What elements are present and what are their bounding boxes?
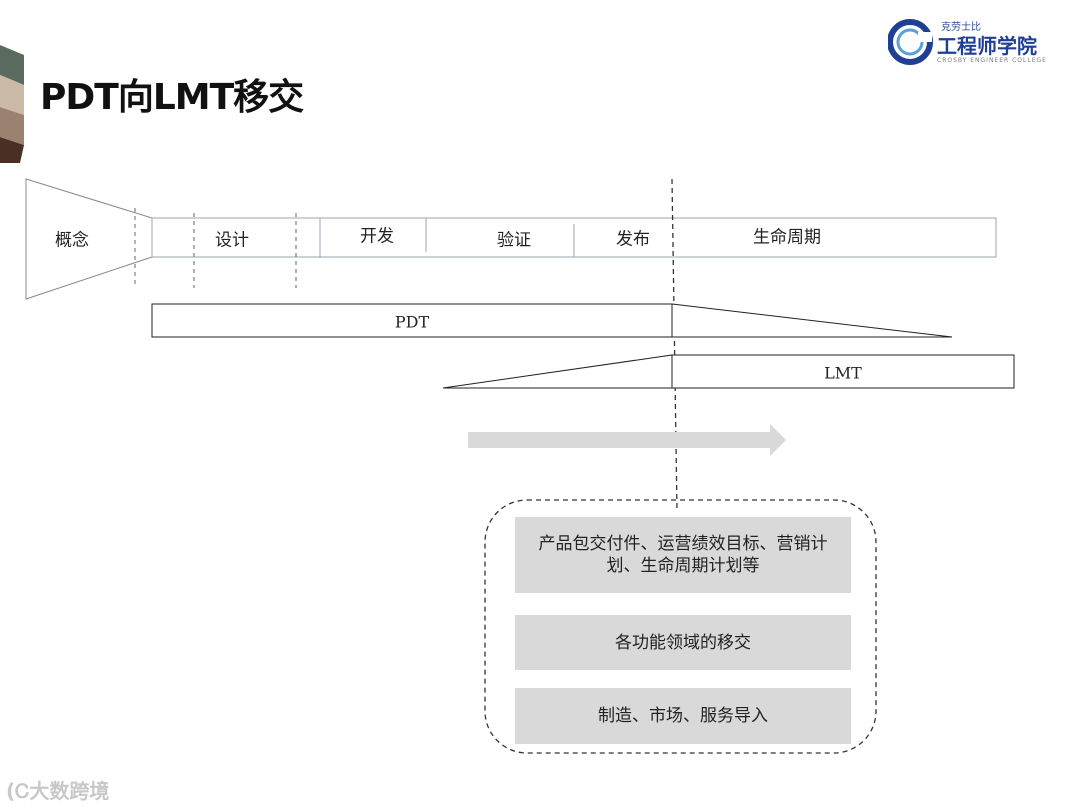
lmt-label: LMT <box>824 363 862 383</box>
flow-arrow-icon <box>468 424 786 456</box>
lmt-bar <box>671 354 1015 389</box>
phase-develop-label: 开发 <box>360 226 394 247</box>
phase-verify-label: 验证 <box>497 230 531 251</box>
concept-funnel <box>25 178 153 300</box>
handover-item-deliverables: 产品包交付件、运营绩效目标、营销计划、生命周期计划等 <box>515 517 851 593</box>
corner-decoration <box>0 45 24 163</box>
page-title: PDT向LMT移交 <box>40 77 304 118</box>
phase-release-label: 发布 <box>616 229 650 250</box>
logo-english-text: CROSBY ENGINEER COLLEGE <box>937 57 1047 64</box>
phase-lifecycle-label: 生命周期 <box>753 227 821 248</box>
watermark-text: 大数跨境 <box>29 779 110 803</box>
logo-ring-icon <box>888 19 933 65</box>
handover-line <box>671 178 678 511</box>
watermark-icon: (Ꮯ <box>6 779 30 803</box>
lmt-taper <box>442 354 673 389</box>
logo-small-text: 克劳士比 <box>941 22 981 33</box>
watermark: (Ꮯ大数跨境 <box>6 775 109 804</box>
pdt-label: PDT <box>394 312 430 332</box>
handover-container <box>484 499 877 754</box>
handover-item-functional: 各功能领域的移交 <box>515 615 851 670</box>
phase-design-label: 设计 <box>215 230 249 251</box>
pdt-taper <box>671 303 953 338</box>
pdt-bar <box>151 303 673 338</box>
handover-item-manufacturing: 制造、市场、服务导入 <box>515 688 851 744</box>
logo-main-text: 工程师学院 <box>937 34 1037 58</box>
phase-concept-label: 概念 <box>55 230 89 251</box>
